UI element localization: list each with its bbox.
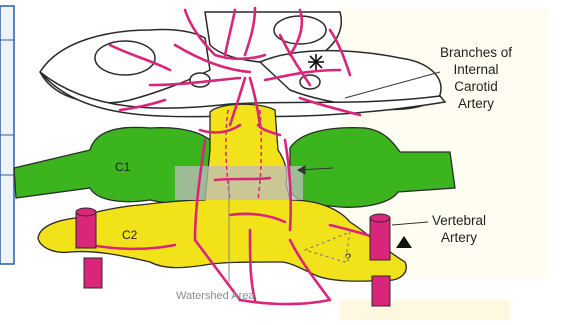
c2-label: C2 <box>122 228 137 242</box>
watershed-area-label: Watershed Area <box>176 288 254 305</box>
internal-carotid-line-3: Carotid <box>440 78 512 95</box>
vertebral-artery-label: Vertebral Artery <box>432 212 486 246</box>
asterisk-icon <box>308 54 324 70</box>
internal-carotid-line-2: Internal <box>440 61 512 78</box>
background-patch-bottom <box>340 300 510 320</box>
internal-carotid-line-1: Branches of <box>440 44 512 61</box>
internal-carotid-label: Branches of Internal Carotid Artery <box>440 44 512 112</box>
question-mark-label: ? <box>345 252 351 264</box>
vertebral-line-1: Vertebral <box>432 212 486 229</box>
vertebral-line-2: Artery <box>432 229 486 246</box>
internal-carotid-line-4: Artery <box>440 95 512 112</box>
c1-label: C1 <box>115 160 130 174</box>
watershed-band <box>175 166 303 200</box>
vertebral-artery-right <box>370 214 390 306</box>
left-panel-fragment <box>0 6 14 264</box>
